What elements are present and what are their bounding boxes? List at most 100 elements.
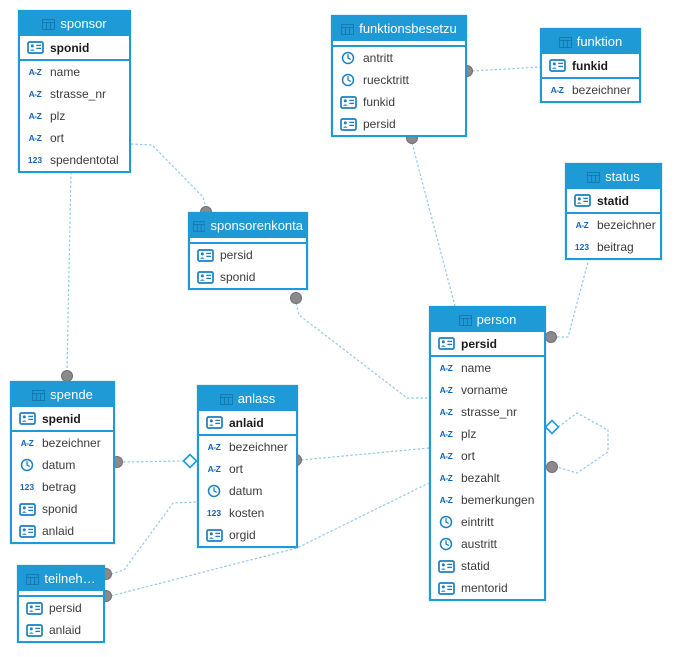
- relationship-endpoint-circle-status-person[interactable]: [545, 331, 557, 343]
- relationship-line-status-person[interactable]: [557, 261, 589, 338]
- relationship-endpoint-circle-person-self-mentorid[interactable]: [546, 461, 558, 473]
- text-type-icon: A-Z: [439, 473, 453, 483]
- text-type-icon: A-Z: [439, 451, 453, 461]
- id-type-icon: [196, 270, 214, 284]
- relationship-endpoint-circle-sponsorenkonta-person[interactable]: [290, 292, 302, 304]
- entity-header-anlass[interactable]: anlass: [199, 387, 296, 411]
- text-type-icon: A-Z: [207, 442, 221, 452]
- fields-section: antritt ruecktritt funkid persid: [333, 47, 465, 135]
- entity-sponsorenkonta[interactable]: sponsorenkonta persid sponid: [188, 212, 308, 290]
- column-teilnehmer-persid[interactable]: persid: [19, 597, 103, 619]
- entity-title: sponsor: [60, 16, 107, 31]
- entity-header-person[interactable]: person: [431, 308, 544, 332]
- relationship-line-anlass-person[interactable]: [300, 447, 430, 461]
- table-icon: [193, 220, 206, 232]
- column-label: sponid: [220, 270, 256, 284]
- relationship-line-teilnehmer-anlass[interactable]: [110, 501, 198, 575]
- column-spende-datum[interactable]: datum: [12, 454, 113, 476]
- column-anlass-datum[interactable]: datum: [199, 480, 296, 502]
- column-status-statid[interactable]: statid: [567, 189, 660, 212]
- relationship-endpoint-circle-sponsor-spende[interactable]: [61, 370, 73, 382]
- column-funktionsbesetzung-ruecktritt[interactable]: ruecktritt: [333, 69, 465, 91]
- number-type-icon: 123: [206, 508, 222, 518]
- column-funktionsbesetzung-persid[interactable]: persid: [333, 113, 465, 135]
- column-label: ort: [229, 462, 244, 476]
- column-anlass-anlaid[interactable]: anlaid: [199, 411, 296, 434]
- entity-header-teilnehmer[interactable]: teilneh…: [19, 567, 103, 591]
- relationship-line-sponsor-sponsorenkonta[interactable]: [130, 143, 207, 208]
- date-type-icon: [341, 73, 355, 87]
- column-teilnehmer-anlaid[interactable]: anlaid: [19, 619, 103, 641]
- column-label: name: [461, 361, 492, 375]
- entity-header-funktionsbesetzung[interactable]: funktionsbesetzu: [333, 17, 465, 41]
- entity-header-sponsorenkonta[interactable]: sponsorenkonta: [190, 214, 306, 238]
- column-funktion-funkid[interactable]: funkid: [542, 54, 639, 77]
- entity-title: status: [605, 169, 640, 184]
- entity-header-funktion[interactable]: funktion: [542, 30, 639, 54]
- relationship-endpoint-diamond-person-self-mentorid[interactable]: [544, 419, 560, 435]
- entity-title: funktionsbesetzu: [359, 21, 457, 36]
- entity-funktionsbesetzung[interactable]: funktionsbesetzu antritt ruecktritt funkid p…: [331, 15, 467, 137]
- column-sponsor-sponid[interactable]: sponid: [20, 36, 129, 59]
- column-sponsorenkonta-persid[interactable]: persid: [190, 244, 306, 266]
- column-spende-sponid[interactable]: sponid: [12, 498, 113, 520]
- relationship-line-sponsorenkonta-person[interactable]: [295, 302, 429, 399]
- column-person-persid[interactable]: persid: [431, 332, 544, 355]
- column-spende-anlaid[interactable]: anlaid: [12, 520, 113, 542]
- column-person-eintritt[interactable]: eintritt: [431, 511, 544, 533]
- relationship-line-funktionsbesetzung-person[interactable]: [411, 142, 456, 307]
- relationship-endpoint-diamond-spende-anlass[interactable]: [182, 453, 198, 469]
- column-sponsorenkonta-sponid[interactable]: sponid: [190, 266, 306, 288]
- column-funktionsbesetzung-funkid[interactable]: funkid: [333, 91, 465, 113]
- column-anlass-orgid[interactable]: orgid: [199, 524, 296, 546]
- table-icon: [587, 171, 601, 183]
- entity-header-sponsor[interactable]: sponsor: [20, 12, 129, 36]
- relationship-line-sponsor-spende[interactable]: [66, 171, 72, 371]
- column-label: antritt: [363, 51, 394, 65]
- column-label: plz: [461, 427, 477, 441]
- column-person-mentorid[interactable]: mentorid: [431, 577, 544, 599]
- entity-header-status[interactable]: status: [567, 165, 660, 189]
- column-spende-spenid[interactable]: spenid: [12, 407, 113, 430]
- column-label: ruecktritt: [363, 73, 410, 87]
- relationship-line-funktionsbesetzung-funktion[interactable]: [471, 66, 541, 72]
- date-type-icon: [341, 51, 355, 65]
- entity-header-spende[interactable]: spende: [12, 383, 113, 407]
- relationship-line-teilnehmer-person[interactable]: [110, 482, 430, 597]
- column-person-austritt[interactable]: austritt: [431, 533, 544, 555]
- column-label: funkid: [363, 95, 396, 109]
- column-label: betrag: [42, 480, 77, 494]
- relationship-line-spende-anlass[interactable]: [122, 460, 184, 463]
- relationship-line-person-self-mentorid[interactable]: [556, 412, 609, 474]
- column-funktionsbesetzung-antritt[interactable]: antritt: [333, 47, 465, 69]
- column-person-statid[interactable]: statid: [431, 555, 544, 577]
